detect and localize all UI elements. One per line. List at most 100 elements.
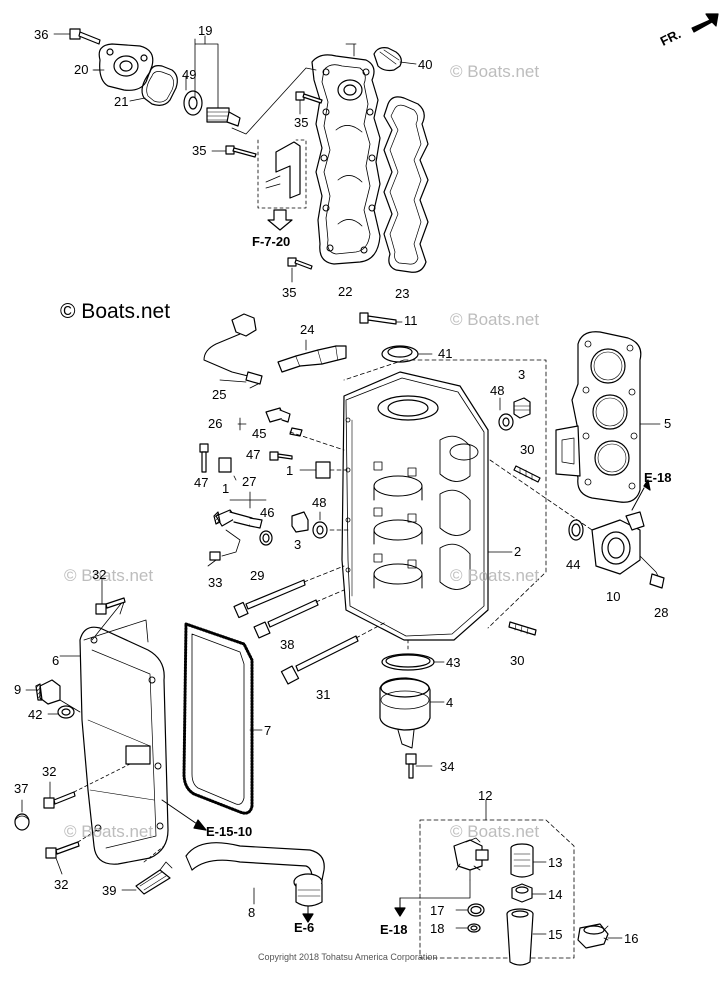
plug-3-upper xyxy=(498,397,531,431)
filter-group-12 xyxy=(394,799,575,966)
callout-1[interactable]: 1 xyxy=(222,481,230,496)
callout-17[interactable]: 17 xyxy=(430,903,445,918)
callout-27[interactable]: 27 xyxy=(242,474,257,489)
part-16 xyxy=(577,923,623,949)
callout-21[interactable]: 21 xyxy=(114,94,129,109)
callout-32[interactable]: 32 xyxy=(42,764,57,779)
callout-48[interactable]: 48 xyxy=(490,383,505,398)
callout-39[interactable]: 39 xyxy=(102,883,117,898)
hose-8-part xyxy=(185,842,325,923)
callout-49[interactable]: 49 xyxy=(182,67,197,82)
cylinder-head-cover-part xyxy=(311,54,381,265)
head-cover-gasket-part xyxy=(383,96,429,273)
ref-e18-upper[interactable]: E-18 xyxy=(644,470,672,485)
fitting-9-part xyxy=(25,679,81,719)
bolts-35 xyxy=(211,91,323,283)
callout-35[interactable]: 35 xyxy=(294,115,309,130)
callout-30[interactable]: 30 xyxy=(520,442,535,457)
callout-23[interactable]: 23 xyxy=(395,286,410,301)
copyright-text: Copyright 2018 Tohatsu America Corporati… xyxy=(258,952,438,962)
callout-28[interactable]: 28 xyxy=(654,605,669,620)
callout-3[interactable]: 3 xyxy=(518,367,526,382)
callout-34[interactable]: 34 xyxy=(440,759,455,774)
watermark-text: © Boats.net xyxy=(450,62,540,81)
callout-32[interactable]: 32 xyxy=(92,567,107,582)
callout-45[interactable]: 45 xyxy=(252,426,267,441)
callout-10[interactable]: 10 xyxy=(606,589,621,604)
callout-19[interactable]: 19 xyxy=(198,23,213,38)
watermark-text: © Boats.net xyxy=(450,822,540,841)
callout-11[interactable]: 11 xyxy=(404,313,418,328)
studs-30 xyxy=(508,465,541,636)
exhaust-gasket-part xyxy=(182,622,263,815)
callout-47[interactable]: 47 xyxy=(194,475,209,490)
callout-32[interactable]: 32 xyxy=(54,877,69,892)
sender-26-part xyxy=(237,407,345,451)
sensor-25-part xyxy=(203,313,263,385)
callout-46[interactable]: 46 xyxy=(260,505,275,520)
callout-20[interactable]: 20 xyxy=(74,62,89,77)
sensor-40-part xyxy=(373,47,417,72)
callout-44[interactable]: 44 xyxy=(566,557,581,572)
callout-25[interactable]: 25 xyxy=(212,387,227,402)
callout-4[interactable]: 4 xyxy=(446,695,454,710)
callout-48[interactable]: 48 xyxy=(312,495,327,510)
ref-e6[interactable]: E-6 xyxy=(294,920,315,935)
watermark-text: © Boats.net xyxy=(450,566,540,585)
callout-42[interactable]: 42 xyxy=(28,707,43,722)
callout-2[interactable]: 2 xyxy=(514,544,522,559)
head-gasket-part xyxy=(555,331,661,503)
watermark-text: © Boats.net xyxy=(64,822,154,841)
callout-30[interactable]: 30 xyxy=(510,653,525,668)
callout-24[interactable]: 24 xyxy=(300,322,315,337)
callout-12[interactable]: 12 xyxy=(478,788,493,803)
watermark-logo: © Boats.net xyxy=(60,300,171,323)
bolt-11-part xyxy=(359,312,403,325)
callout-14[interactable]: 14 xyxy=(548,887,563,902)
oring-43-part xyxy=(381,639,445,671)
callout-33[interactable]: 33 xyxy=(208,575,223,590)
callout-41[interactable]: 41 xyxy=(438,346,453,361)
callout-7[interactable]: 7 xyxy=(264,723,272,738)
thermostat-cover-part xyxy=(53,28,241,127)
callout-5[interactable]: 5 xyxy=(664,416,672,431)
callout-9[interactable]: 9 xyxy=(14,682,22,697)
callout-31[interactable]: 31 xyxy=(316,687,331,702)
callout-37[interactable]: 37 xyxy=(14,781,29,796)
callout-43[interactable]: 43 xyxy=(446,655,461,670)
exhaust-cover-part xyxy=(59,599,169,865)
callout-26[interactable]: 26 xyxy=(208,416,223,431)
ref-e18-lower[interactable]: E-18 xyxy=(380,922,408,937)
f720-bracket xyxy=(257,139,307,231)
callout-47[interactable]: 47 xyxy=(246,447,261,462)
direction-arrow-icon xyxy=(691,13,719,33)
callout-15[interactable]: 15 xyxy=(548,927,563,942)
callout-29[interactable]: 29 xyxy=(250,568,265,583)
spark-plug-part xyxy=(277,339,347,373)
callout-35[interactable]: 35 xyxy=(192,143,207,158)
ref-e1510[interactable]: E-15-10 xyxy=(206,824,253,839)
watermark-text: © Boats.net xyxy=(450,310,540,329)
housing-10-part xyxy=(489,459,665,589)
callout-40[interactable]: 40 xyxy=(418,57,433,72)
callout-16[interactable]: 16 xyxy=(624,931,639,946)
ref-f720[interactable]: F-7-20 xyxy=(252,234,291,249)
callout-8[interactable]: 8 xyxy=(248,905,256,920)
callout-35[interactable]: 35 xyxy=(282,285,297,300)
sensor-27-part xyxy=(209,491,273,561)
callout-38[interactable]: 38 xyxy=(280,637,295,652)
bolts-32 xyxy=(43,577,131,875)
callout-18[interactable]: 18 xyxy=(430,921,445,936)
watermark-text: © Boats.net xyxy=(64,566,154,585)
callout-1[interactable]: 1 xyxy=(286,463,294,478)
callout-6[interactable]: 6 xyxy=(52,653,60,668)
callout-36[interactable]: 36 xyxy=(34,27,49,42)
callout-13[interactable]: 13 xyxy=(548,855,563,870)
cap-37-part xyxy=(14,799,30,831)
long-bolts xyxy=(233,565,387,685)
cylinder-block-part xyxy=(341,371,489,641)
part-39 xyxy=(121,845,173,895)
callout-3[interactable]: 3 xyxy=(294,537,302,552)
callout-22[interactable]: 22 xyxy=(338,284,353,299)
